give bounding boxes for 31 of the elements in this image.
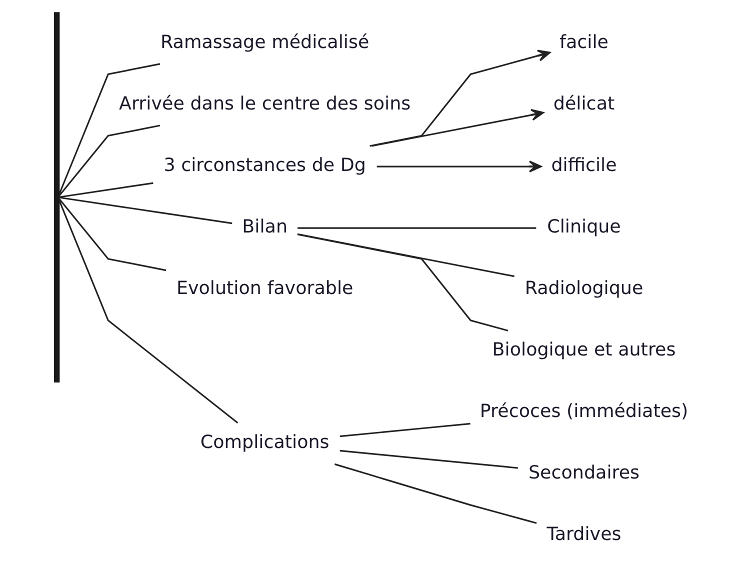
- node-text: délicat: [552, 93, 614, 114]
- arrow: [369, 50, 550, 147]
- connector: [58, 196, 232, 224]
- connector: [58, 200, 238, 424]
- node-text: Secondaires: [528, 462, 640, 484]
- node-text: facile: [559, 32, 608, 53]
- node-text: Ramassage médicalisé: [160, 32, 369, 53]
- connector: [58, 63, 160, 195]
- connector: [296, 234, 508, 332]
- node-text: Tardives: [546, 524, 621, 546]
- connector: [58, 182, 153, 198]
- node-text: 3 circonstances de Dg: [163, 154, 366, 176]
- arrow: [376, 160, 542, 172]
- connector: [296, 233, 514, 278]
- node-text: Arrivée dans le centre des soins: [118, 93, 410, 114]
- node-text: Bilan: [242, 216, 288, 238]
- connector: [339, 422, 470, 438]
- connector: [339, 450, 518, 469]
- node-text: Clinique: [546, 216, 620, 238]
- node-text: Biologique et autres: [492, 340, 676, 361]
- node-text: Evolution favorable: [176, 278, 353, 299]
- node-text: Complications: [200, 432, 329, 453]
- connector: [297, 227, 536, 229]
- node-bar: [54, 12, 60, 383]
- arrow: [371, 109, 544, 147]
- node-text: Radiologique: [524, 278, 643, 299]
- node-text: difficile: [550, 154, 616, 176]
- connector: [334, 463, 536, 524]
- connector: [58, 198, 166, 272]
- connector: [58, 124, 160, 196]
- node-text: Précoces (immédiates): [479, 401, 688, 422]
